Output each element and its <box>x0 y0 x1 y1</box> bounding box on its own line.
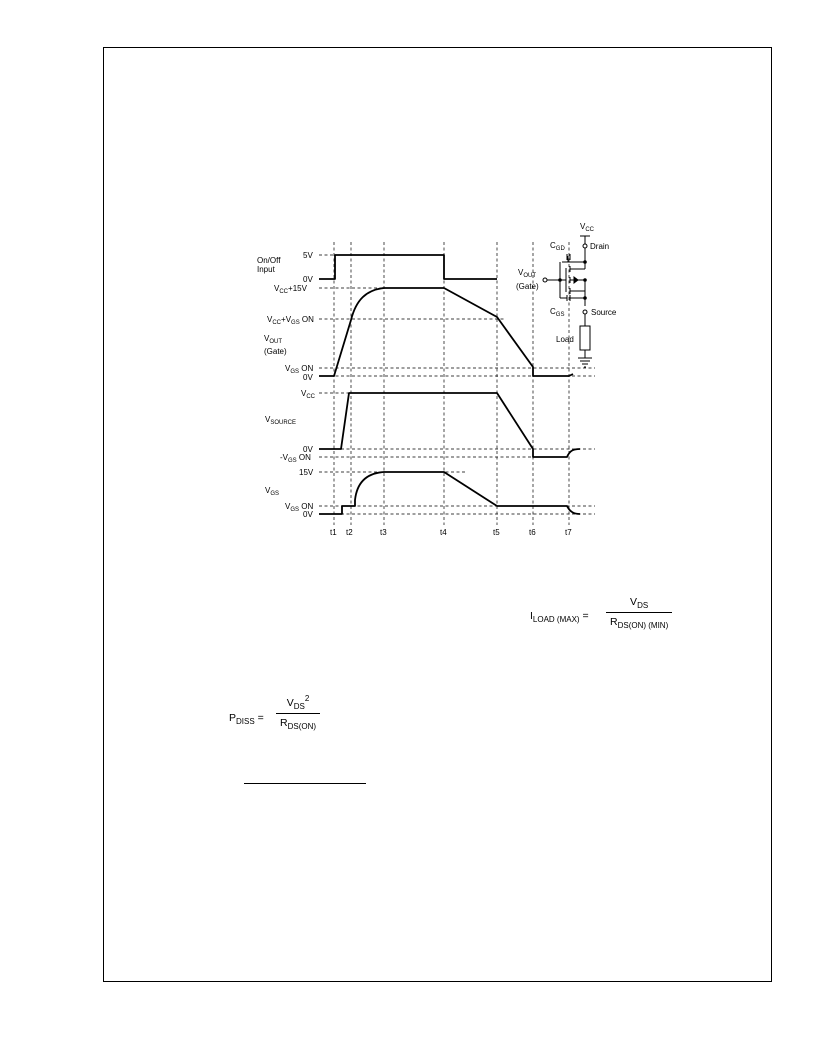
horizontal-rule <box>244 783 366 784</box>
circuit-source-label: Source <box>591 308 617 317</box>
time-label-t5: t5 <box>493 528 500 537</box>
pdiss-equation-lhs: PDISS = <box>229 712 264 726</box>
circuit-drain-label: Drain <box>590 242 610 251</box>
pdiss-denominator: RDS(ON) <box>280 717 317 731</box>
level-0v-label: 0V <box>303 275 313 284</box>
vcc-plus-15v-label: VCC+15V <box>274 284 307 295</box>
iload-denominator: RDS(ON) (MIN) <box>610 616 669 630</box>
mosfet-circuit <box>542 235 592 368</box>
vgs-waveform <box>319 471 581 515</box>
pdiss-fraction-bar <box>276 713 321 714</box>
pdiss-fraction: VDS2 RDS(ON) <box>276 694 321 731</box>
time-label-t6: t6 <box>529 528 536 537</box>
on-off-waveform <box>319 254 497 280</box>
vgs-on-bot-label: VGS ON <box>285 502 314 513</box>
iload-numerator: VDS <box>630 596 649 610</box>
iload-fraction-bar <box>606 612 673 613</box>
circuit-vout-label: VOUT <box>518 268 537 279</box>
neg-vgs-on-label: -VGS ON <box>280 453 311 464</box>
level-0v-top-label: 0V <box>303 373 313 382</box>
vgs-label: VGS <box>265 486 280 497</box>
circuit-cgs-label: CGS <box>550 307 565 318</box>
time-label-t4: t4 <box>440 528 447 537</box>
level-0v-mid-label: 0V <box>303 445 313 454</box>
iload-fraction: VDS RDS(ON) (MIN) <box>606 596 673 630</box>
vcc-plus-vgs-on-label: VCC+VGS ON <box>267 315 314 326</box>
circuit-gate-label: (Gate) <box>516 282 539 291</box>
level-0v-bot-label: 0V <box>303 510 313 519</box>
vout-gate-waveform <box>319 287 574 377</box>
time-label-t3: t3 <box>380 528 387 537</box>
iload-equation-lhs: ILOAD (MAX) = <box>530 610 589 624</box>
time-label-t7: t7 <box>565 528 572 537</box>
vout-gate-label: VOUT (Gate) <box>264 334 287 356</box>
vcc-mid-label: VCC <box>301 389 316 400</box>
circuit-vcc-label: VCC <box>580 222 595 233</box>
time-label-t1: t1 <box>330 528 337 537</box>
page-frame <box>103 47 772 982</box>
circuit-cgd-label: CGD <box>550 241 565 252</box>
level-15v-label: 15V <box>299 468 314 477</box>
vsource-waveform <box>319 392 581 458</box>
circuit-load-label: Load <box>556 335 574 344</box>
time-label-t2: t2 <box>346 528 353 537</box>
level-5v-label: 5V <box>303 251 313 260</box>
on-off-input-label: On/Off Input <box>257 256 281 274</box>
vgs-on-top-label: VGS ON <box>285 364 314 375</box>
vsource-label: VSOURCE <box>265 415 297 426</box>
pdiss-numerator: VDS2 <box>286 694 310 711</box>
